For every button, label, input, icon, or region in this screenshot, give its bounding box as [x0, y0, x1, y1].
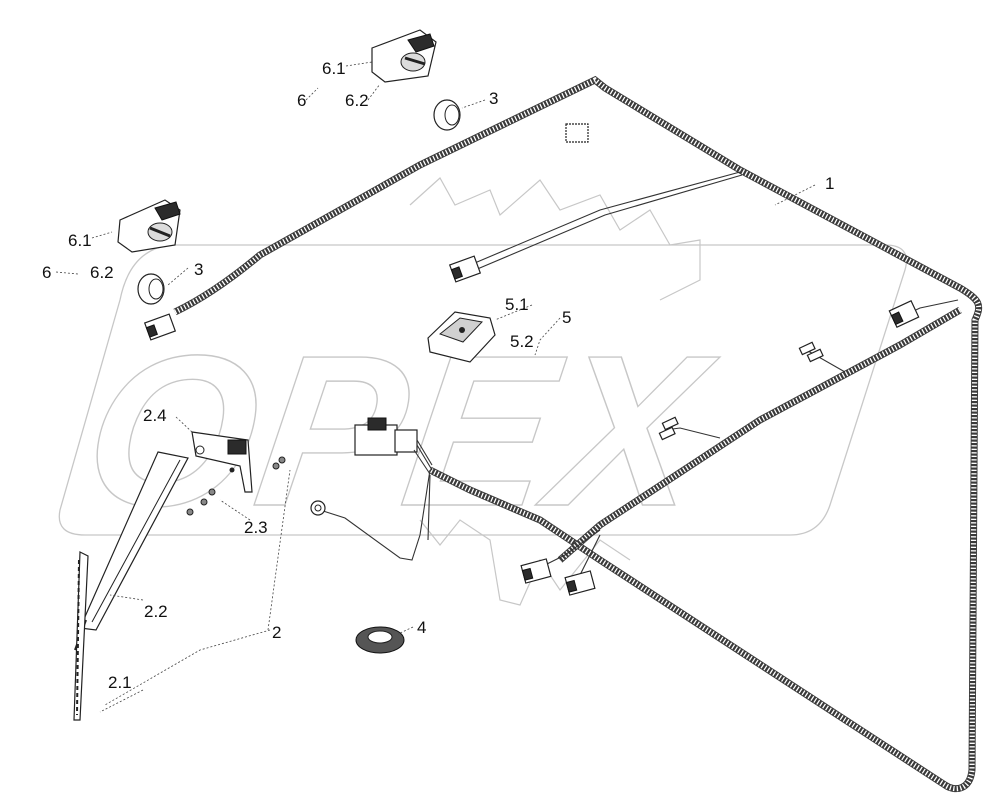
callout-labels: 1 2 2.1 2.2 2.3 2.4 3 3 4 5 5.1 5.2 6 6.… — [42, 59, 834, 692]
wiper-blade — [73, 551, 89, 721]
connector-bottom-left — [520, 558, 552, 584]
switch-panel — [427, 311, 496, 363]
connector-bottom-right — [564, 570, 596, 596]
callout-2-4: 2.4 — [143, 406, 167, 425]
callout-4: 4 — [417, 618, 426, 637]
lamp-assembly-top — [371, 29, 437, 83]
callout-1: 1 — [825, 174, 834, 193]
watermark-gear — [409, 177, 701, 606]
ring-terminal — [310, 500, 326, 516]
callout-3-left: 3 — [194, 260, 203, 279]
callout-6-top: 6 — [297, 91, 306, 110]
callout-2-3: 2.3 — [244, 518, 268, 537]
callout-2-1: 2.1 — [108, 673, 132, 692]
fasteners — [186, 456, 286, 516]
harness-connectors — [143, 123, 920, 596]
callout-5-2: 5.2 — [510, 332, 534, 351]
callout-6-1-left: 6.1 — [68, 231, 92, 250]
multi-pin-connector — [354, 417, 433, 475]
grommet-large — [355, 626, 405, 654]
wiper-motor-bracket — [191, 431, 253, 493]
leader-lines — [55, 61, 816, 713]
spade-terminals — [658, 341, 824, 441]
grommet-left — [137, 273, 165, 305]
callout-3-top: 3 — [489, 89, 498, 108]
grommet-top — [433, 99, 461, 131]
connector-left — [143, 313, 177, 341]
callout-2-2: 2.2 — [144, 602, 168, 621]
watermark: OPEX — [58, 177, 908, 606]
callout-6-2-left: 6.2 — [90, 263, 114, 282]
connector-right — [888, 299, 920, 329]
callout-5-1: 5.1 — [505, 295, 529, 314]
harness-hose — [173, 75, 983, 793]
connector-top — [448, 255, 482, 283]
callout-5: 5 — [562, 308, 571, 327]
callout-6-1-top: 6.1 — [322, 59, 346, 78]
callout-6-2-top: 6.2 — [345, 91, 369, 110]
callout-6-left: 6 — [42, 263, 51, 282]
lamp-assembly-left — [117, 199, 181, 253]
callout-2: 2 — [272, 623, 281, 642]
small-relay — [565, 123, 589, 143]
